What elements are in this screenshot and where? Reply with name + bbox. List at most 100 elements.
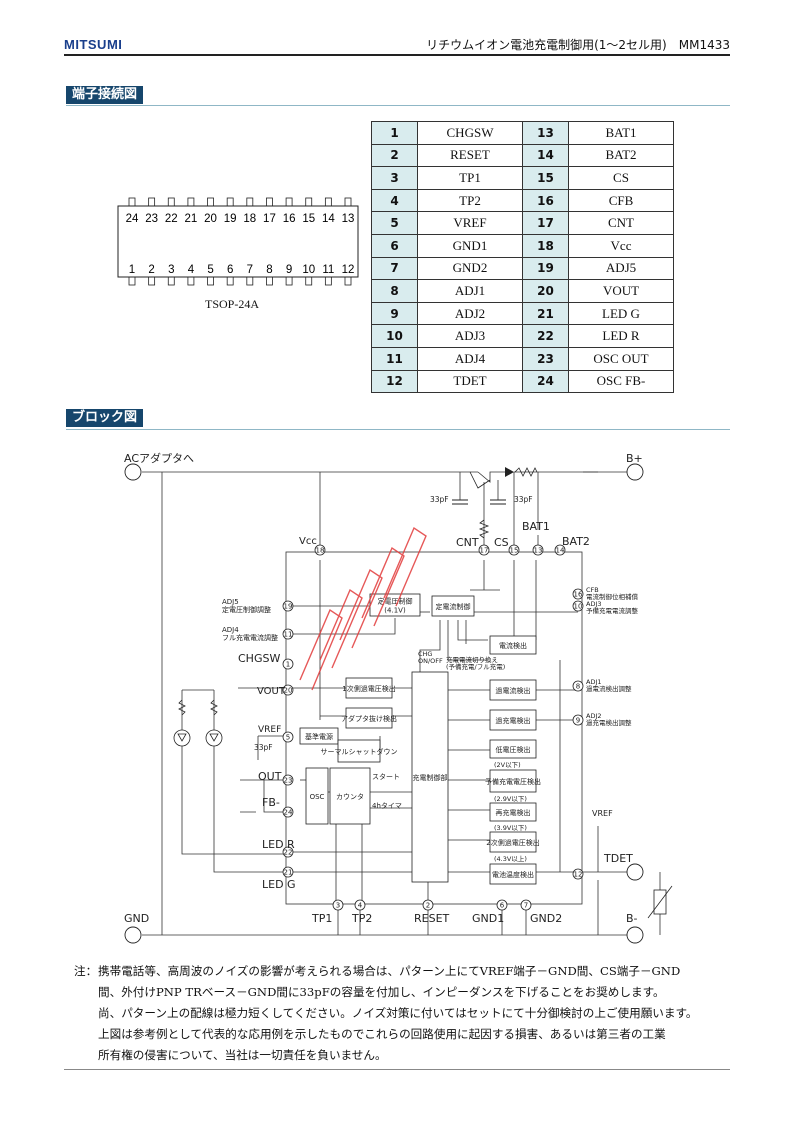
- watermark-stamp: [299, 526, 427, 691]
- package-pin-top: [128, 197, 136, 207]
- pin-circle: [282, 774, 294, 786]
- adj4-desc: フル充電電流調整: [222, 633, 278, 642]
- pin-circle: [572, 680, 584, 692]
- cap-label: 33pF: [514, 495, 533, 504]
- footer-rule: [64, 1069, 730, 1070]
- pin-circle: [572, 714, 584, 726]
- package-pin-number-bottom: 7: [247, 264, 253, 276]
- package-pin-bottom: [167, 276, 175, 286]
- pin-circle: [572, 600, 584, 612]
- cap-label: 33pF: [430, 495, 449, 504]
- pin-number-cell: 16: [522, 188, 569, 213]
- pin-number-cell: 12: [371, 369, 418, 394]
- package-pin-number-top: 22: [165, 213, 178, 225]
- switch-desc: 充電電流切り換え: [446, 655, 498, 664]
- vref-label: VREF: [258, 725, 281, 735]
- start-label: スタート: [372, 772, 400, 781]
- adj1-desc: 過電流検出調整: [586, 684, 632, 693]
- section-title-block-diagram: ブロック図: [66, 409, 144, 427]
- b-minus-label: B-: [626, 912, 638, 925]
- adj5-desc: 定電圧制御調整: [222, 605, 271, 614]
- gnd-label: GND: [124, 912, 149, 925]
- primary-ov-detect-block: [345, 677, 393, 699]
- pin-circle-number: 2: [426, 902, 430, 910]
- pin-circle-number: 9: [576, 717, 580, 725]
- pin-circle-number: 18: [316, 547, 325, 555]
- package-pin-number-top: 16: [283, 213, 296, 225]
- cv-control-block-label: (4.1V): [384, 607, 406, 615]
- pin-number-cell: 18: [522, 233, 569, 258]
- led-icon: [205, 729, 223, 747]
- pin-function-cell: CS: [568, 166, 674, 190]
- overcharge-detect-block: [489, 709, 537, 731]
- document-title: リチウムイオン電池充電制御用(1〜2セル用) MM1433: [426, 38, 730, 52]
- package-pin-bottom: [305, 276, 313, 286]
- adj5-label: ADJ5: [222, 598, 239, 606]
- low-voltage-detect-block: [489, 739, 537, 759]
- thermal-shutdown-block: [337, 739, 381, 763]
- cap-label: 33pF: [254, 743, 273, 752]
- pin-circle-number: 15: [510, 547, 519, 555]
- pin-circle-number: 21: [284, 869, 293, 877]
- pin-circle-number: 1: [286, 661, 290, 669]
- switch-desc: (予備充電/フル充電): [446, 662, 505, 671]
- pin-circle: [354, 899, 366, 911]
- current-detect-block: [489, 635, 537, 655]
- package-pin-top: [285, 197, 293, 207]
- note-body: 携帯電話等、高周波のノイズの影響が考えられる場合は、パターン上にてVREF端子－…: [98, 961, 734, 1066]
- pin-number-cell: 21: [522, 301, 569, 326]
- pin-function-cell: OSC OUT: [568, 346, 674, 371]
- pin-circle: [520, 899, 532, 911]
- package-pin-number-bottom: 2: [148, 264, 154, 276]
- package-pin-number-top: 19: [224, 213, 237, 225]
- pin-circle: [282, 684, 294, 696]
- pre-note: (2.9V以下): [494, 795, 527, 803]
- gnd1-label: GND1: [472, 912, 504, 925]
- lv-note: (2V以下): [494, 761, 521, 769]
- package-pin-top: [226, 197, 234, 207]
- pin-circle-number: 22: [284, 849, 293, 857]
- re-charge-detect-block-label: 再充電検出: [496, 808, 531, 817]
- note-label: 注：: [74, 964, 98, 978]
- battery-temp-detect-block-label: 電池温度検出: [492, 870, 534, 879]
- package-pin-number-top: 14: [322, 213, 335, 225]
- capacitor: [452, 499, 506, 505]
- package-pin-bottom: [148, 276, 156, 286]
- vref-right-label: VREF: [592, 809, 613, 818]
- thermistor-arrow: [647, 885, 673, 919]
- pin-function-cell: OSC FB-: [568, 369, 674, 394]
- pin-circle: [282, 600, 294, 612]
- overcurrent-detect-block-label: 過電流検出: [496, 686, 531, 695]
- tp2-label: TP2: [351, 912, 372, 925]
- vref-block-label: 基準電源: [305, 732, 333, 741]
- overcurrent-detect-block: [489, 679, 537, 701]
- pin-circle-number: 19: [284, 603, 293, 611]
- pin-circle: [508, 544, 520, 556]
- pin-circle-number: 8: [576, 683, 580, 691]
- package-pin-bottom: [187, 276, 195, 286]
- tdet-label: TDET: [603, 852, 633, 865]
- package-pin-number-bottom: 12: [342, 264, 355, 276]
- pin-circle: [572, 588, 584, 600]
- tp1-label: TP1: [311, 912, 332, 925]
- pin-circle-number: 4: [358, 902, 363, 910]
- package-pin-bottom: [324, 276, 332, 286]
- terminal: [626, 926, 644, 944]
- package-pin-top: [246, 197, 254, 207]
- chg-label: CHG: [418, 650, 432, 658]
- package-pin-number-bottom: 1: [129, 264, 135, 276]
- pin-function-cell: LED R: [568, 324, 674, 348]
- secondary-ov-detect-block-label: 2次側過電圧検出: [486, 838, 539, 847]
- precharge-detect-block: [489, 769, 537, 793]
- package-body: [117, 205, 359, 278]
- cc-control-block-label: 定電流制御: [436, 602, 471, 611]
- precharge-detect-block-label: 予備充電電圧検出: [485, 777, 541, 786]
- vcc-label: Vcc: [299, 536, 317, 547]
- cnt-label: CNT: [456, 536, 479, 549]
- pin-circle: [496, 899, 508, 911]
- note-line: 携帯電話等、高周波のノイズの影響が考えられる場合は、パターン上にてVREF端子－…: [98, 964, 681, 978]
- package-pin-number-top: 13: [342, 213, 355, 225]
